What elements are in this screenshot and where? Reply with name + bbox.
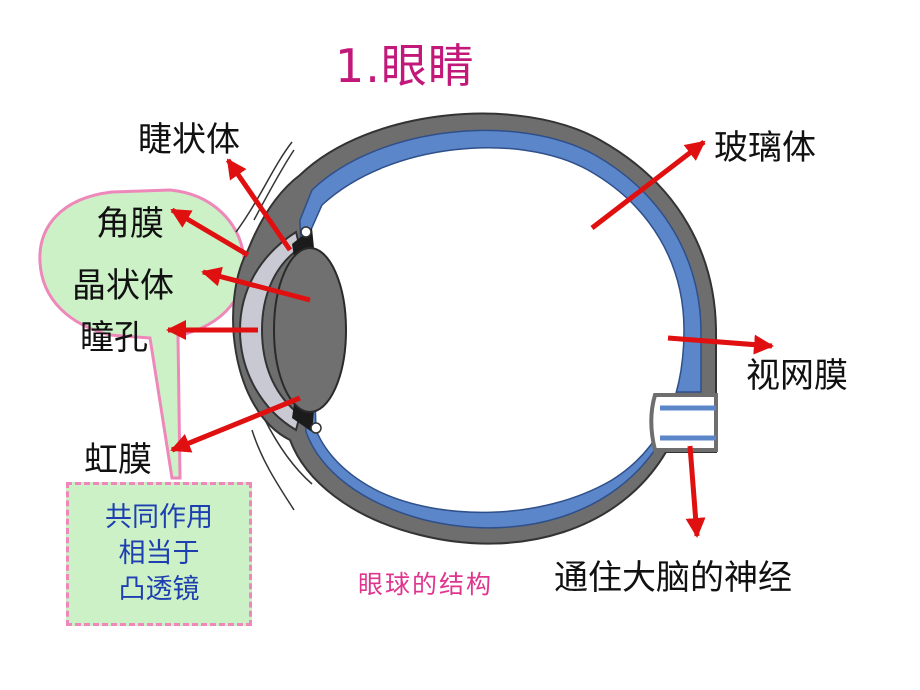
label-cornea: 角膜 [96, 204, 164, 244]
convex-lens-note: 共同作用 相当于 凸透镜 [66, 482, 252, 626]
note-line-1: 共同作用 [105, 502, 213, 533]
label-retina: 视网膜 [746, 356, 848, 396]
label-iris: 虹膜 [84, 440, 152, 480]
label-ciliary-body: 睫状体 [138, 120, 240, 160]
arrow-cornea [170, 207, 250, 258]
optic-nerve [649, 393, 718, 452]
arrow-optic-nerve [685, 445, 706, 538]
ciliary-dot-bottom [310, 422, 322, 434]
diagram-caption: 眼球的结构 [358, 570, 494, 599]
upper-eyelid [235, 141, 295, 233]
label-pupil: 瞳孔 [80, 318, 148, 358]
arrow-ciliary [225, 158, 293, 252]
optic-nerve-lines [660, 405, 716, 441]
page-title: 1.眼睛 [335, 39, 475, 93]
label-optic-nerve: 通住大脑的神经 [554, 558, 792, 598]
cornea [238, 230, 302, 432]
note-line-3: 凸透镜 [118, 574, 200, 605]
lower-eyelid [251, 417, 313, 511]
label-lens: 晶状体 [72, 266, 174, 306]
speech-bubble [38, 188, 246, 480]
arrow-vitreous [590, 140, 706, 230]
arrow-lens [201, 266, 311, 303]
note-line-2: 相当于 [118, 538, 200, 569]
arrow-retina [667, 334, 774, 355]
lens [273, 247, 347, 413]
eye-interior [309, 146, 685, 514]
arrow-iris [170, 395, 301, 453]
ciliary-dot-top [300, 226, 312, 238]
label-vitreous: 玻璃体 [714, 128, 816, 168]
